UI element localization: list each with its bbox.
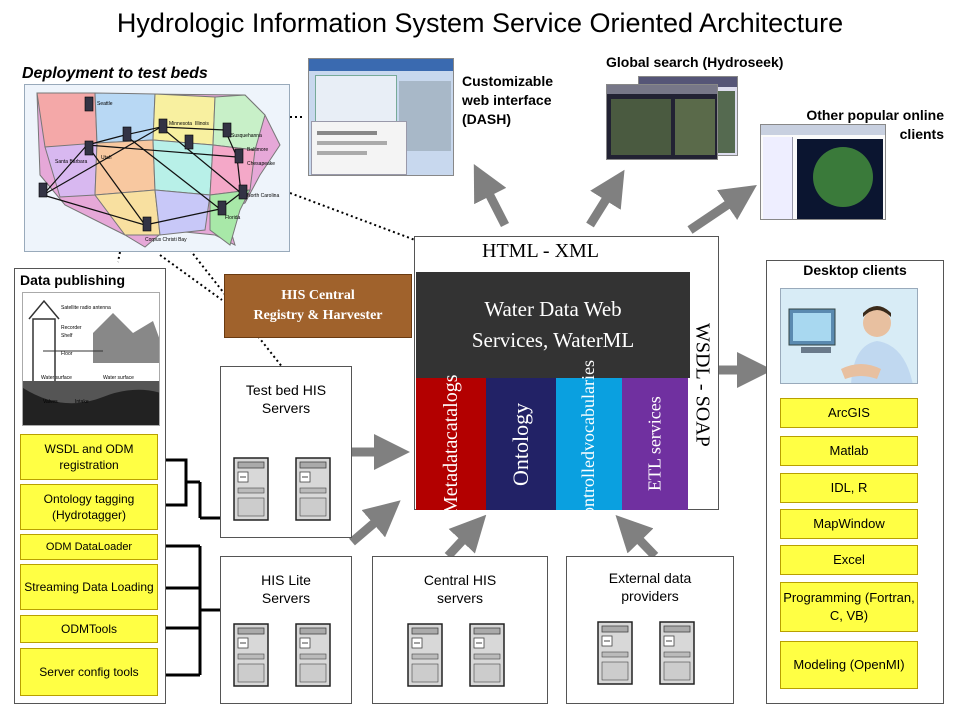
tool-odmtools: ODMTools: [20, 615, 158, 643]
tool-wsdl-odm-registration: WSDL and ODM registration: [20, 434, 158, 480]
desktop-app-programming: Programming (Fortran, C, VB): [780, 582, 918, 632]
svg-text:Recorder: Recorder: [61, 325, 82, 331]
desktop-app-idl-r: IDL, R: [780, 473, 918, 503]
svg-text:Satellite radio antenna: Satellite radio antenna: [61, 305, 111, 311]
external-providers-panel: External data providers: [566, 556, 734, 704]
svg-text:Valves: Valves: [43, 399, 58, 405]
arrow-from-his-lite: [349, 500, 401, 546]
arrow-to-online-clients: [687, 184, 757, 234]
svg-text:Water surface: Water surface: [41, 375, 72, 381]
svg-text:Floor: Floor: [61, 351, 73, 357]
tool-streaming-data-loading: Streaming Data Loading: [20, 564, 158, 610]
map-to-core-dotted-link: [289, 192, 416, 241]
water-data-web-services: Water Data Web Services, WaterML: [416, 272, 690, 378]
svg-text:Chesapeake: Chesapeake: [247, 161, 275, 167]
arrow-to-dash: [473, 163, 510, 228]
data-publishing-title: Data publishing: [20, 272, 125, 288]
desktop-app-arcgis: ArcGIS: [780, 398, 918, 428]
svg-text:Seattle: Seattle: [97, 101, 113, 107]
desktop-app-mapwindow: MapWindow: [780, 509, 918, 539]
svg-text:Water surface: Water surface: [103, 375, 134, 381]
dash-screenshot: [308, 58, 454, 176]
svg-text:Intake: Intake: [75, 399, 89, 405]
his-central-box: HIS Central Registry & Harvester: [224, 274, 412, 338]
diagram-title: Hydrologic Information System Service Or…: [116, 8, 844, 38]
svg-text:Utah: Utah: [101, 155, 112, 161]
hydroseek-label: Global search (Hydroseek): [606, 54, 784, 70]
svg-text:Baltimore: Baltimore: [247, 147, 268, 153]
desktop-clients-title: Desktop clients: [803, 262, 907, 278]
tool-odm-dataloader: ODM DataLoader: [20, 534, 158, 560]
test-bed-servers-panel: Test bed HIS Servers: [220, 366, 352, 538]
gray-arrows: [349, 163, 773, 560]
arrow-to-hydroseek: [586, 169, 625, 228]
arrow-from-external: [615, 515, 659, 560]
dash-label: Customizable web interface (DASH): [462, 73, 554, 127]
svg-text:Shelf: Shelf: [61, 333, 73, 339]
us-map: Seattle Minnesota Utah Santa Barbara Ill…: [24, 84, 290, 252]
desktop-app-modeling: Modeling (OpenMI): [780, 641, 918, 689]
deployment-label: Deployment to test beds: [22, 65, 208, 82]
wsdl-soap-label: WSDL - SOAP: [691, 323, 714, 447]
svg-text:Corpus Christi Bay: Corpus Christi Bay: [145, 237, 187, 243]
us-map-graphic: Seattle Minnesota Utah Santa Barbara Ill…: [36, 92, 281, 248]
his-lite-servers-panel: HIS Lite Servers: [220, 556, 352, 704]
desktop-user-photo: [780, 288, 918, 384]
ontology: Ontology: [486, 378, 556, 510]
svg-text:Susquehanna: Susquehanna: [231, 133, 262, 139]
desktop-app-excel: Excel: [780, 545, 918, 575]
online-clients-screenshot: [760, 124, 886, 220]
map-to-publishing-dotted-link: [117, 251, 121, 263]
desktop-app-matlab: Matlab: [780, 436, 918, 466]
tool-ontology-tagging: Ontology tagging (Hydrotagger): [20, 484, 158, 530]
svg-text:Illinois: Illinois: [195, 121, 209, 127]
tool-server-config: Server config tools: [20, 648, 158, 696]
hydroseek-screenshot-front: [606, 84, 718, 160]
html-xml-label: HTML - XML: [482, 240, 600, 262]
gauge-station-illustration: Satellite radio antenna Recorder Shelf F…: [22, 292, 160, 426]
arrow-from-central-his: [444, 514, 487, 560]
svg-text:North Carolina: North Carolina: [247, 193, 279, 199]
svg-text:Minnesota: Minnesota: [169, 121, 192, 127]
publishing-connectors: [158, 458, 222, 677]
online-clients-label: Other popular online clients: [806, 107, 944, 142]
etl-services: ETL services: [622, 378, 688, 510]
svg-text:Santa Barbara: Santa Barbara: [55, 159, 87, 165]
svg-text:Florida: Florida: [225, 215, 241, 221]
central-his-servers-panel: Central HIS servers: [372, 556, 548, 704]
